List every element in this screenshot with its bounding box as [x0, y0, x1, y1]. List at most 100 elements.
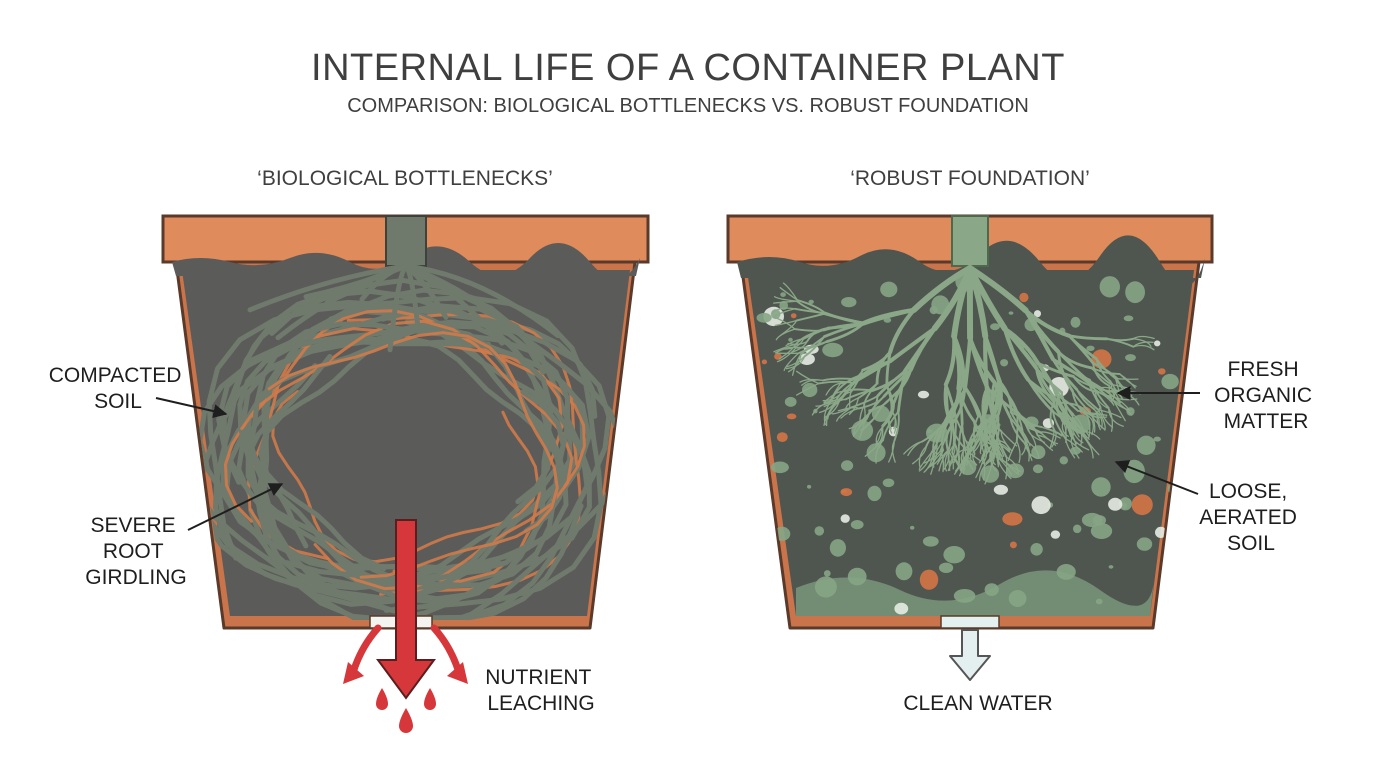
- water-arrow-icon: [949, 629, 991, 681]
- root-branch: [773, 296, 798, 302]
- label-aerated-soil: LOOSE, AERATED SOIL: [1199, 480, 1302, 555]
- panel-bottlenecks: ‘BIOLOGICAL BOTTLENECKS’ COMPACTED: [49, 167, 650, 733]
- root-branch: [782, 282, 799, 301]
- water-drop-icon: [376, 688, 388, 710]
- root-branch: [1010, 411, 1029, 429]
- root-branch: [818, 399, 837, 414]
- organic-particle: [788, 337, 793, 342]
- root-branch: [951, 451, 963, 471]
- root-branch: [891, 412, 897, 434]
- organic-particle: [755, 541, 777, 564]
- organic-particle: [790, 313, 797, 319]
- root-branch: [1000, 430, 1013, 452]
- root-branch: [882, 410, 900, 442]
- organic-particle: [770, 461, 789, 474]
- organic-particle: [847, 567, 867, 586]
- bottom-organic-layer: [796, 570, 1154, 616]
- root-branch: [773, 308, 796, 319]
- pot-left: [161, 214, 650, 630]
- root-branch: [888, 440, 896, 463]
- root-branch: [1076, 423, 1083, 446]
- root-branch: [1109, 380, 1116, 401]
- organic-particle: [990, 323, 1000, 331]
- organic-particle: [953, 589, 976, 603]
- organic-particle: [922, 536, 939, 547]
- root-branch: [997, 457, 1012, 476]
- organic-particle: [756, 312, 772, 323]
- root-branch: [811, 400, 832, 416]
- root-branch: [980, 387, 989, 430]
- organic-particle: [984, 583, 999, 596]
- root-branch: [779, 286, 799, 301]
- root-branch: [1086, 380, 1119, 394]
- root-branch: [1071, 437, 1090, 451]
- organic-particle: [1161, 373, 1179, 390]
- organic-particle: [814, 526, 825, 536]
- root-branch: [825, 382, 842, 396]
- root-strand: [403, 263, 561, 339]
- root-branch: [1022, 434, 1031, 456]
- root-branch: [947, 449, 955, 470]
- organic-particle: [786, 413, 797, 420]
- organic-particle: [1086, 345, 1095, 351]
- root-branch: [1059, 401, 1079, 426]
- leach-arrowhead-right: [447, 662, 468, 684]
- root-branch: [1105, 337, 1135, 342]
- organic-particle: [929, 306, 938, 315]
- organic-particle: [882, 478, 895, 488]
- root-branch: [1110, 395, 1129, 411]
- organic-particle: [894, 602, 909, 615]
- label-compacted-soil: COMPACTED SOIL: [49, 364, 187, 413]
- organic-particle: [850, 520, 864, 530]
- root-branch: [1049, 427, 1055, 450]
- panel-foundation: ‘ROBUST FOUNDATION’ CLEAN WATER FRESH OR…: [726, 167, 1312, 715]
- root-branch: [948, 443, 956, 466]
- root-branch: [841, 388, 874, 393]
- root-branch: [821, 377, 854, 382]
- root-branch: [1082, 433, 1094, 459]
- root-branch: [874, 425, 883, 446]
- root-branch: [881, 401, 895, 427]
- root-branch: [957, 423, 964, 453]
- label-root-girdling: SEVERE ROOT GIRDLING: [85, 514, 187, 589]
- root-branch: [986, 436, 994, 454]
- soil-surface: [737, 235, 1205, 287]
- root-branch: [1065, 438, 1076, 459]
- plant-stem: [951, 215, 989, 267]
- root-branch: [1108, 385, 1121, 404]
- root-branch: [981, 434, 987, 454]
- page-subtitle: COMPARISON: BIOLOGICAL BOTTLENECKS VS. R…: [347, 95, 1029, 117]
- water-drop-icon: [399, 708, 413, 733]
- root-branch: [852, 417, 865, 437]
- organic-particle: [823, 570, 831, 577]
- root-branch: [929, 445, 938, 468]
- organic-particle: [1031, 496, 1051, 515]
- root-branch: [939, 450, 945, 473]
- root-branch: [925, 423, 945, 448]
- root-branch: [1036, 361, 1059, 393]
- organic-particle: [1131, 494, 1153, 516]
- root-branch: [844, 397, 860, 410]
- root-branch: [797, 340, 828, 355]
- organic-particle: [765, 573, 773, 581]
- organic-particle: [880, 281, 898, 298]
- root-strand: [403, 263, 533, 346]
- label-clean-water: CLEAN WATER: [903, 692, 1052, 715]
- root-branch: [863, 395, 879, 420]
- root-branch: [852, 417, 867, 437]
- root-branch: [918, 451, 933, 470]
- organic-particle: [822, 342, 844, 358]
- root-branch: [1056, 350, 1093, 370]
- root-branch: [967, 430, 982, 444]
- organic-particle: [1056, 564, 1076, 580]
- plant-stem: [385, 215, 427, 267]
- root-branch: [823, 400, 832, 426]
- root-branch: [795, 370, 820, 385]
- root-branch: [1107, 407, 1124, 427]
- root-branch: [1075, 388, 1096, 411]
- root-branch: [817, 380, 854, 385]
- root-branch: [950, 388, 967, 427]
- root-branch: [825, 322, 865, 343]
- organic-particle: [840, 488, 853, 497]
- root-branch: [1067, 334, 1098, 361]
